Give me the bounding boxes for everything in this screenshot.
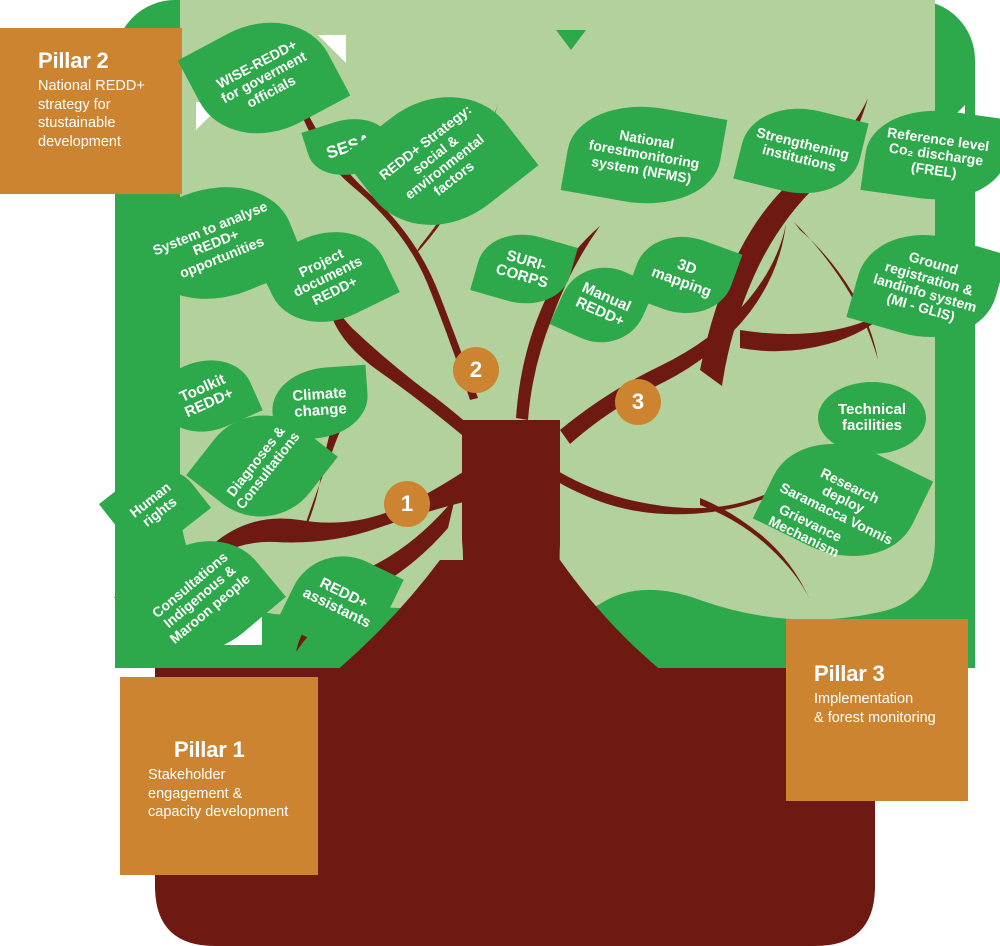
leaf-human-rights-label: Human rights (126, 478, 180, 530)
pillar-3-title: Pillar 3 (814, 661, 885, 686)
leaf-strengthening-label: Strengthening institutions (755, 123, 851, 175)
leaf-climate-change-label: Climate change (291, 383, 348, 421)
branch-marker-3: 3 (615, 379, 661, 425)
leaf-3d-mapping-label: 3D mapping (649, 255, 714, 301)
branch-marker-2: 2 (453, 347, 499, 393)
pillar-1-title: Pillar 1 (174, 737, 245, 762)
leaf-wise-redd-label: WISE-REDD+ for goverment officials (213, 36, 309, 111)
leaf-frel-label: Reference level Co₂ discharge (FREL) (886, 123, 991, 181)
leaf-redd-assistants-label: REDD+ assistants (300, 574, 374, 632)
pillar-2-title: Pillar 2 (38, 48, 109, 73)
pillar-1-subtitle: Stakeholder engagement & capacity develo… (148, 767, 289, 821)
pillar-1-box: Pillar 1 Stakeholder engagement & capaci… (120, 677, 318, 875)
leaf-toolkit-label: Toolkit REDD+ (176, 370, 236, 422)
branch-marker-1: 1 (384, 481, 430, 527)
pillar-2-box: Pillar 2 National REDD+ strategy for stu… (0, 28, 182, 194)
leaf-grievance-label: Grievance Mechanism (766, 500, 845, 561)
pillar-2-subtitle: National REDD+ strategy for stustainable… (38, 78, 145, 150)
leaf-suri-corps-label: SURI- CORPS (493, 246, 550, 292)
leaf-diagnoses-label: Diagnoses & Consultations (222, 422, 303, 513)
leaf-technical-label: Technical facilities (837, 400, 907, 434)
pillar-3-subtitle: Implementation & forest monitoring (814, 691, 936, 726)
leaf-project-docs-label: Project documents REDD+ (290, 244, 365, 308)
leaf-consultations-label: Consultations Indigenous & Maroon people (148, 548, 253, 647)
canopy-notch (556, 30, 586, 50)
leaf-ground-reg-label: Ground registration & landinfo system (M… (871, 248, 979, 325)
leaf-manual-redd-label: Manual REDD+ (573, 278, 634, 331)
leaf-technical: Technical facilities (818, 382, 926, 454)
pillar-3-box: Pillar 3 Implementation & forest monitor… (786, 619, 968, 801)
leaf-nfms-label: National forestmonitoring system (NFMS) (587, 126, 701, 187)
